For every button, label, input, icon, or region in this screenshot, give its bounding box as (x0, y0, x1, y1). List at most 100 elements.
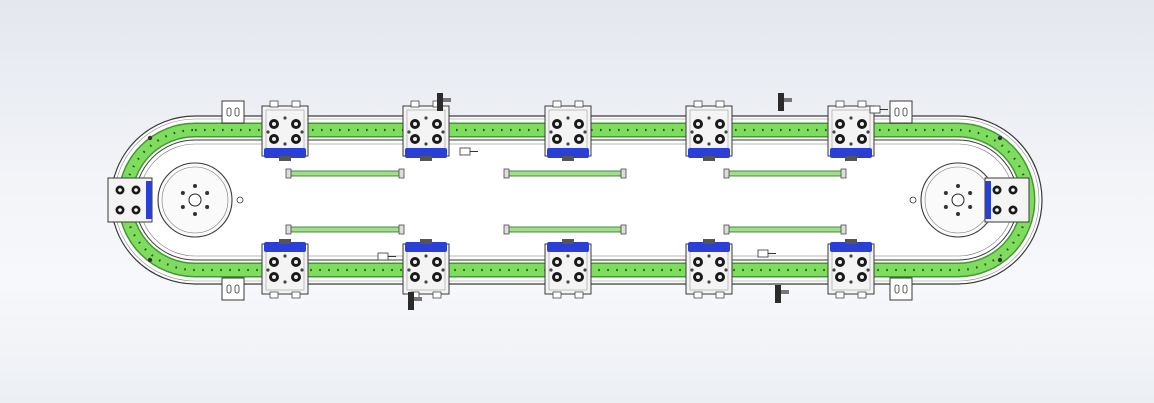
fixture-clamp (547, 148, 589, 158)
foot-plate (889, 100, 913, 124)
limit-switch-body (757, 249, 769, 258)
fixture-bolt-center (413, 122, 417, 126)
guide-rail-end-a-1-0 (285, 224, 292, 235)
fixture-small-hole (583, 130, 587, 134)
fixture-bolt-center (838, 275, 842, 279)
sprocket-hub (951, 193, 965, 207)
fixture-small-hole (849, 142, 853, 146)
guide-rail-end-b-0-2 (840, 168, 847, 179)
foot-slot (894, 284, 900, 294)
guide-rail-end-b-1-1 (620, 224, 627, 235)
end-carriage-bolt-center (118, 188, 122, 192)
fixture-tab-right (715, 100, 725, 108)
end-carriage-bolt-center (1011, 208, 1015, 212)
foot-slot (226, 284, 232, 294)
sprocket-bolt (956, 212, 960, 216)
sensor-body (778, 93, 784, 111)
foot-slot (226, 107, 232, 117)
fixture-pin (703, 156, 715, 161)
fixture-body (544, 105, 592, 157)
limit-switch-body (377, 252, 389, 261)
guide-rail-end-a-1-1 (503, 224, 510, 235)
fixture-small-hole (832, 268, 836, 272)
limit-switch-body (459, 147, 471, 156)
pallet-fixture-top-4 (827, 100, 875, 161)
mounting-foot-bottom-right (889, 277, 913, 301)
fixture-bolt-center (272, 260, 276, 264)
sprocket-left (157, 162, 244, 238)
guide-rail-end-b-0-1 (620, 168, 627, 179)
pallet-fixture-top-3 (685, 100, 733, 161)
guide-rail-end-a-0-1 (503, 168, 510, 179)
pallet-fixture-bottom-0 (261, 239, 309, 299)
fixture-bolt-center (413, 260, 417, 264)
sprocket-bolt (205, 191, 210, 195)
fixture-pin (562, 156, 574, 161)
fixture-bolt-center (860, 260, 864, 264)
end-carriage-body (107, 177, 153, 223)
fixture-bolt-center (294, 260, 298, 264)
fixture-small-hole (849, 280, 853, 284)
fixture-small-hole (690, 268, 694, 272)
end-carriage-bolt-center (995, 208, 999, 212)
fixture-bolt-center (696, 122, 700, 126)
fixture-small-hole (283, 254, 287, 258)
fixture-small-hole (424, 116, 428, 120)
end-carriage-clamp (985, 181, 991, 219)
fixture-small-hole (566, 142, 570, 146)
foot-plate (889, 277, 913, 301)
fixture-small-hole (441, 130, 445, 134)
frame-bolt-0 (147, 257, 153, 263)
limit-switch-1 (757, 249, 776, 258)
guide-rail-end-a-1-2 (723, 224, 730, 235)
foot-plate (221, 100, 245, 124)
fixture-bolt-center (577, 122, 581, 126)
sensor-body (437, 93, 443, 111)
fixture-clamp (405, 148, 447, 158)
fixture-small-hole (441, 268, 445, 272)
sensor-cable (414, 297, 422, 301)
fixture-small-hole (724, 130, 728, 134)
fixture-bolt-center (577, 275, 581, 279)
fixture-clamp (688, 242, 730, 252)
guide-rail-0-0 (289, 170, 401, 177)
fixture-bolt-center (718, 275, 722, 279)
fixture-tab-right (291, 291, 301, 299)
frame-bolt-1 (997, 257, 1003, 263)
end-carriage-bolt-center (118, 208, 122, 212)
fixture-bolt-center (718, 260, 722, 264)
end-carriage-right (984, 177, 1030, 223)
fixture-bolt-center (435, 260, 439, 264)
sprocket-tension-pin (236, 196, 244, 204)
sprocket-bolt (968, 191, 973, 195)
fixture-bolt-center (435, 137, 439, 141)
fixture-small-hole (407, 268, 411, 272)
foot-plate (221, 277, 245, 301)
fixture-small-hole (424, 254, 428, 258)
fixture-small-hole (300, 130, 304, 134)
fixture-tab-right (291, 100, 301, 108)
fixture-pin (420, 239, 432, 244)
guide-rail-0-1 (507, 170, 623, 177)
fixture-small-hole (566, 116, 570, 120)
fixture-pin (279, 239, 291, 244)
fixture-clamp (688, 148, 730, 158)
sprocket-right (909, 162, 996, 238)
fixture-body (685, 105, 733, 157)
fixture-pin (845, 239, 857, 244)
guide-rail-end-a-0-2 (723, 168, 730, 179)
fixture-small-hole (549, 130, 553, 134)
fixture-clamp (547, 242, 589, 252)
sprocket-bolt (943, 191, 948, 195)
fixture-pin (420, 156, 432, 161)
fixture-small-hole (266, 268, 270, 272)
fixture-small-hole (549, 268, 553, 272)
pallet-fixture-top-0 (261, 100, 309, 161)
fixture-tab-left (552, 100, 562, 108)
fixture-small-hole (266, 130, 270, 134)
fixture-small-hole (407, 130, 411, 134)
fixture-bolt-center (294, 137, 298, 141)
guide-rail-1-0 (289, 226, 401, 233)
fixture-small-hole (283, 116, 287, 120)
